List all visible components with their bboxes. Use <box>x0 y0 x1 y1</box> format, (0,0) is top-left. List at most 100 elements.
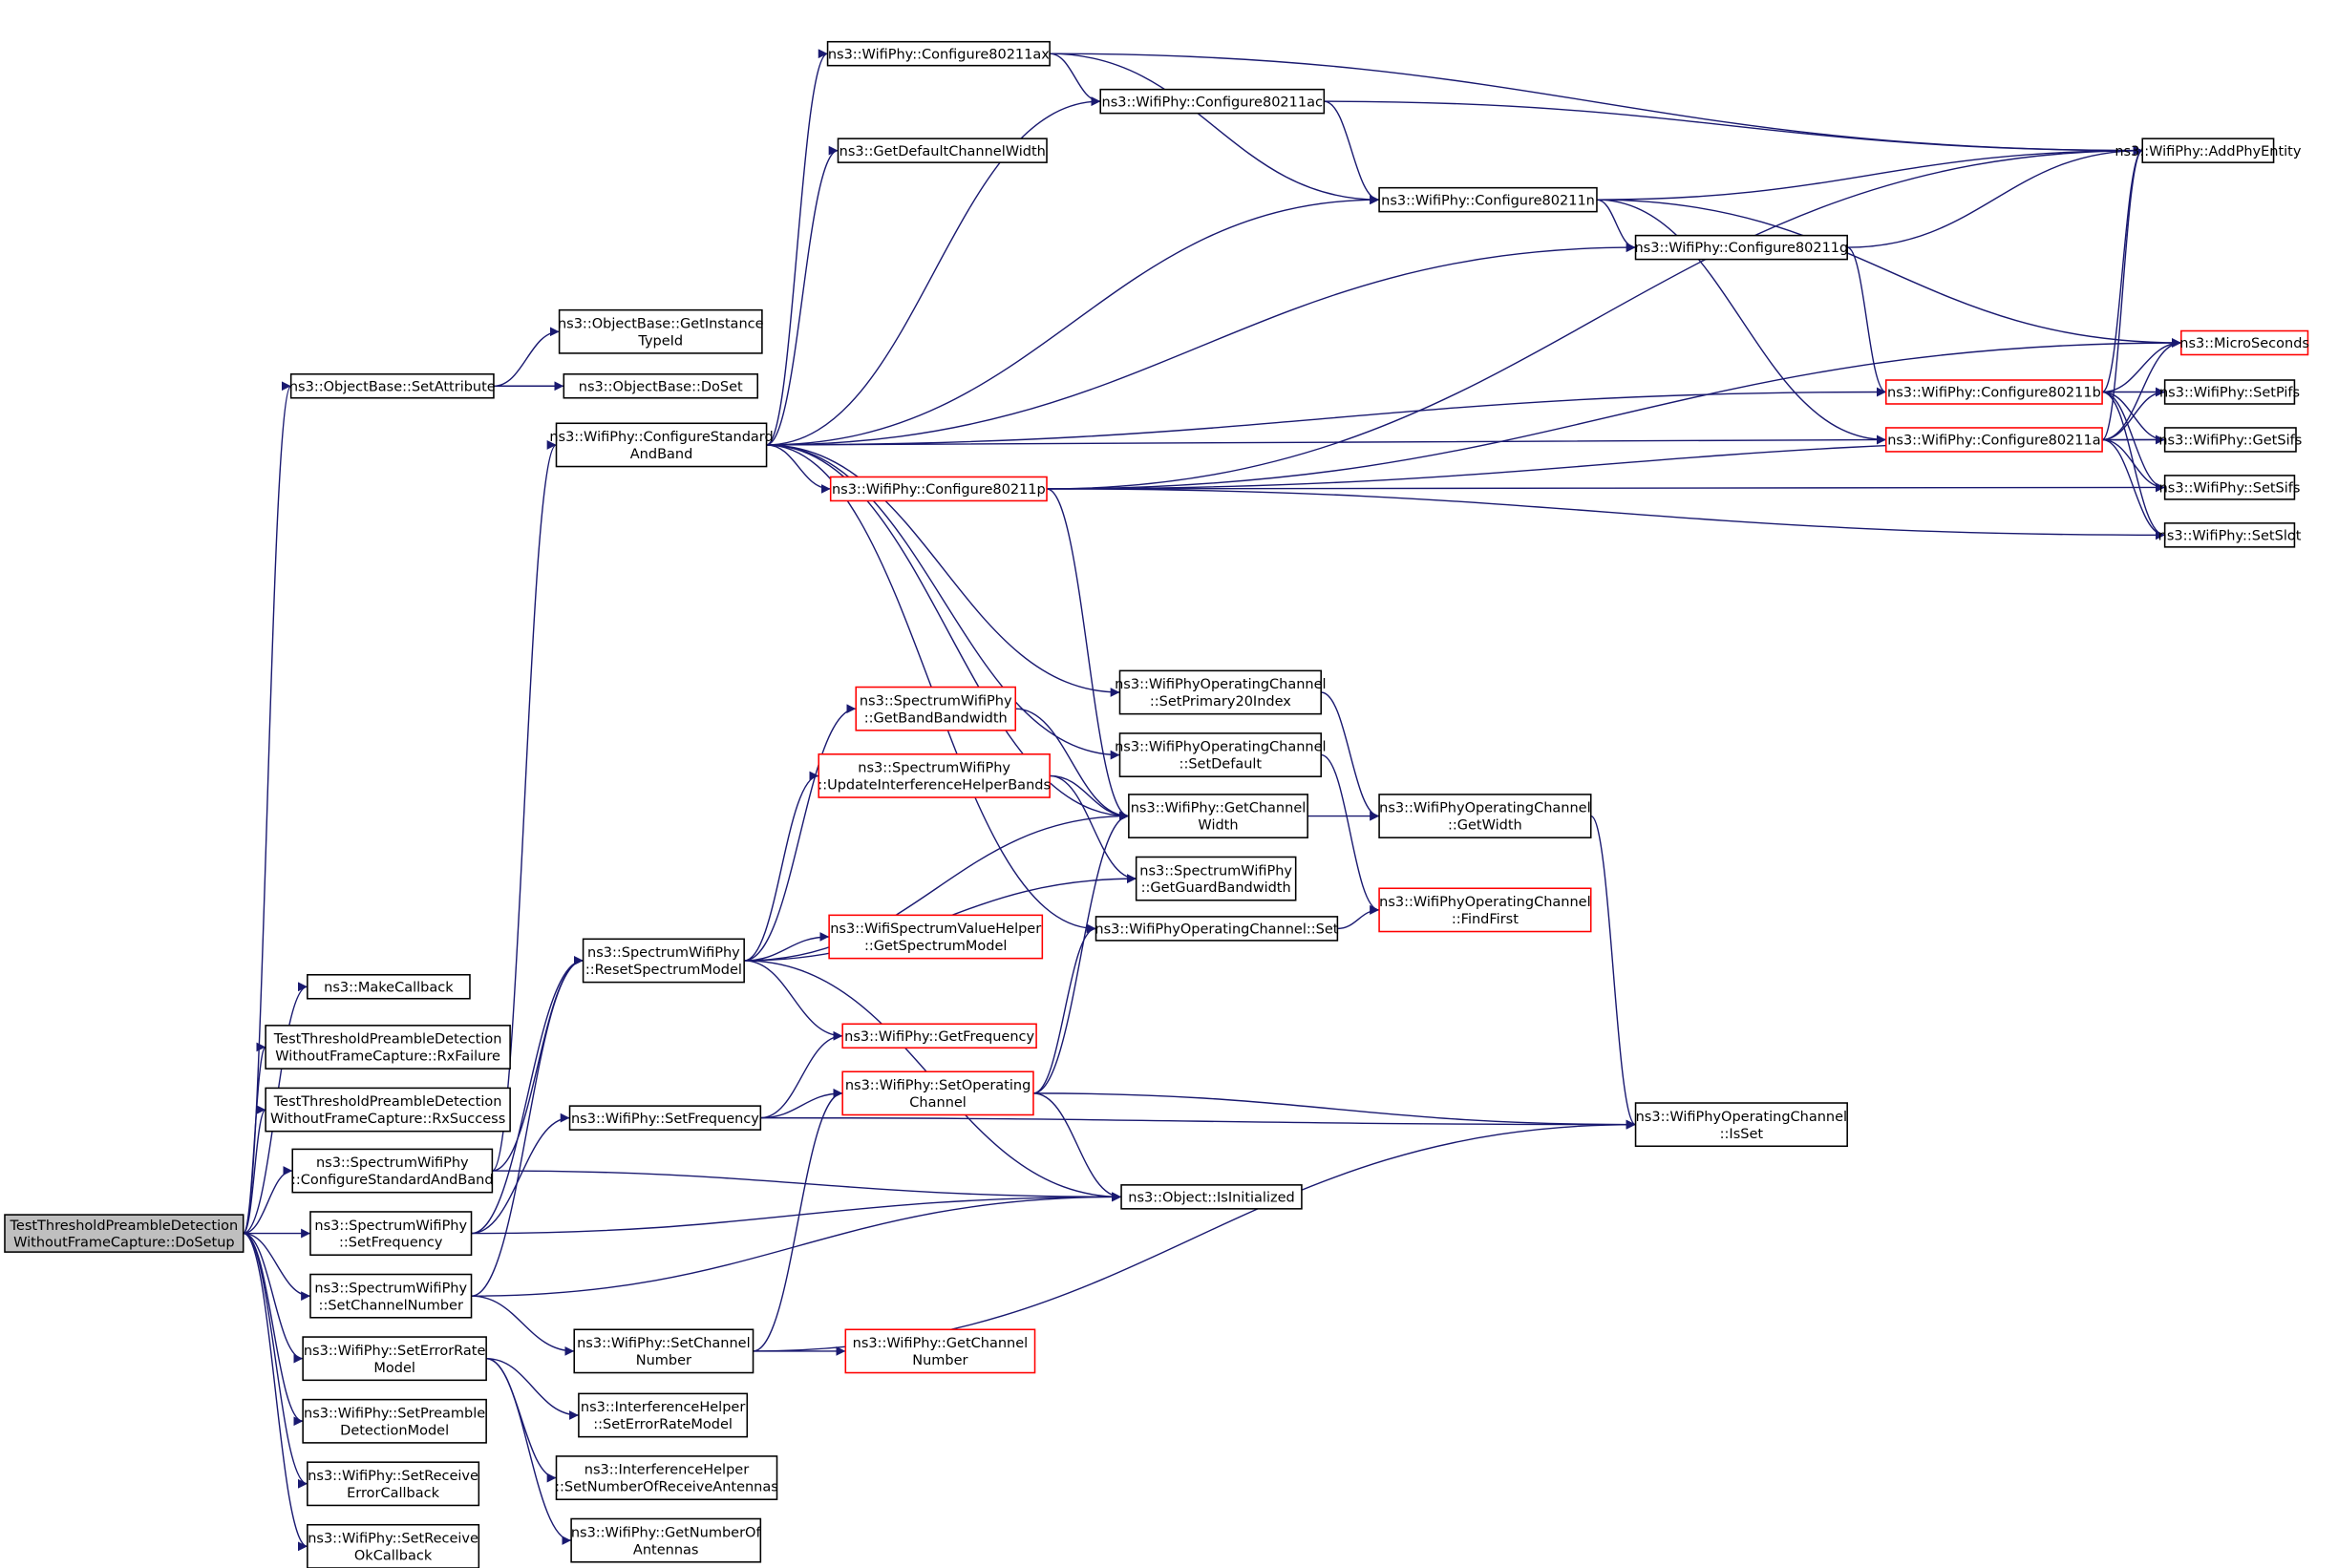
node-label: ns3::WifiPhy::SetReceive <box>308 1469 478 1484</box>
node-box <box>2163 475 2296 500</box>
node-setprimary20[interactable]: ns3::WifiPhyOperatingChannel::SetPrimary… <box>1115 669 1327 715</box>
node-label: TestThresholdPreambleDetection <box>10 1218 239 1234</box>
node-findfirst[interactable]: ns3::WifiPhyOperatingChannel::FindFirst <box>1378 887 1592 933</box>
node-getguardbandwidth[interactable]: ns3::SpectrumWifiPhy::GetGuardBandwidth <box>1135 856 1297 901</box>
node-opch-set[interactable]: ns3::WifiPhyOperatingChannel::Set <box>1095 916 1339 942</box>
edge-dosetup-to-setreceiveerrorcb <box>243 1232 308 1489</box>
node-box <box>1378 887 1592 933</box>
node-label: ns3::WifiPhy::SetSlot <box>2158 528 2302 543</box>
node-cfg-a[interactable]: ns3::WifiPhy::Configure80211a <box>1884 427 2103 453</box>
node-swp-setfrequency[interactable]: ns3::SpectrumWifiPhy::SetFrequency <box>309 1211 473 1257</box>
node-swp-setchannelnumber[interactable]: ns3::SpectrumWifiPhy::SetChannelNumber <box>309 1273 473 1319</box>
node-label: DetectionModel <box>340 1423 449 1438</box>
node-swp-configstdband[interactable]: ns3::SpectrumWifiPhy::ConfigureStandardA… <box>291 1148 494 1194</box>
node-label: ns3::WifiPhy::SetPreamble <box>304 1406 485 1421</box>
node-seterrorratemodel[interactable]: ns3::WifiPhy::SetErrorRateModel <box>302 1336 487 1382</box>
node-cfg-b[interactable]: ns3::WifiPhy::Configure80211b <box>1884 379 2103 405</box>
node-makecallback[interactable]: ns3::MakeCallback <box>307 974 471 1000</box>
node-getspectrummodel[interactable]: ns3::WifiSpectrumValueHelper::GetSpectru… <box>828 914 1044 960</box>
node-rxsuccess[interactable]: TestThresholdPreambleDetectionWithoutFra… <box>265 1087 511 1133</box>
edge-resetspectrummodel-to-updateihbands <box>744 771 819 962</box>
node-label: ns3::WifiPhy::AddPhyEntity <box>2115 144 2301 159</box>
node-cfg-g[interactable]: ns3::WifiPhy::Configure80211g <box>1634 234 1848 261</box>
node-wp-configstdband[interactable]: ns3::WifiPhy::ConfigureStandardAndBand <box>549 422 774 468</box>
edge-cfg-b-to-microseconds <box>2102 338 2181 393</box>
node-opch-getwidth[interactable]: ns3::WifiPhyOperatingChannel::GetWidth <box>1378 794 1592 838</box>
node-label: TypeId <box>637 333 683 349</box>
node-label: Antennas <box>633 1542 699 1557</box>
node-label: Channel <box>909 1095 967 1111</box>
edge-dosetup-to-seterrorratemodel <box>243 1232 304 1364</box>
edge-resetspectrummodel-to-getfrequency <box>744 960 843 1041</box>
node-setdefault[interactable]: ns3::WifiPhyOperatingChannel::SetDefault <box>1115 732 1327 777</box>
node-getdefaultchannelwidth[interactable]: ns3::GetDefaultChannelWidth <box>837 138 1048 163</box>
node-cfg-ac[interactable]: ns3::WifiPhy::Configure80211ac <box>1099 88 1326 115</box>
node-box <box>2163 379 2296 405</box>
node-resetspectrummodel[interactable]: ns3::SpectrumWifiPhy::ResetSpectrumModel <box>582 938 745 984</box>
edge-setoperatingchannel-to-getchannelwidth <box>1032 811 1129 1094</box>
node-isinitialized[interactable]: ns3::Object::IsInitialized <box>1120 1184 1303 1210</box>
node-label: Number <box>912 1353 967 1368</box>
node-label: ns3::SpectrumWifiPhy <box>860 693 1012 709</box>
node-box <box>307 1461 480 1507</box>
node-cfg-ax[interactable]: ns3::WifiPhy::Configure80211ax <box>826 40 1051 67</box>
node-dosetup[interactable]: TestThresholdPreambleDetectionWithoutFra… <box>4 1214 244 1253</box>
edge-cfg-ax-to-cfg-ac <box>1050 53 1101 107</box>
node-doset[interactable]: ns3::ObjectBase::DoSet <box>563 372 758 399</box>
edge-setdefault-to-findfirst <box>1321 753 1380 915</box>
edge-wp-configstdband-to-cfg-g <box>766 243 1636 446</box>
node-box <box>309 1273 473 1319</box>
node-label: ns3::WifiPhy::SetFrequency <box>571 1112 759 1127</box>
node-box <box>829 476 1048 502</box>
node-setsifs[interactable]: ns3::WifiPhy::SetSifs <box>2159 475 2301 500</box>
node-label: ::SetFrequency <box>339 1236 443 1251</box>
node-setslot[interactable]: ns3::WifiPhy::SetSlot <box>2158 522 2302 548</box>
node-label: ::GetWidth <box>1448 818 1522 834</box>
node-label: ns3::WifiPhy::ConfigureStandard <box>549 430 773 445</box>
node-getfrequency[interactable]: ns3::WifiPhy::GetFrequency <box>841 1023 1037 1049</box>
node-getbandbandwidth[interactable]: ns3::SpectrumWifiPhy::GetBandBandwidth <box>855 686 1017 731</box>
edge-wp-configstdband-to-cfg-ac <box>766 96 1101 446</box>
edge-swp-setchannelnumber-to-resetspectrummodel <box>471 956 584 1297</box>
edge-seterrorratemodel-to-ih-setnumrxantennas <box>486 1358 557 1483</box>
node-ih-setnumrxantennas[interactable]: ns3::InterferenceHelper::SetNumberOfRece… <box>555 1455 778 1500</box>
node-cfg-p[interactable]: ns3::WifiPhy::Configure80211p <box>829 476 1048 502</box>
node-addphyentity[interactable]: ns3::WifiPhy::AddPhyEntity <box>2115 138 2302 163</box>
node-box <box>4 1214 244 1253</box>
node-getsifs[interactable]: ns3::WifiPhy::GetSifs <box>2158 427 2302 453</box>
node-opch-isset[interactable]: ns3::WifiPhyOperatingChannel::IsSet <box>1634 1102 1848 1148</box>
edge-dosetup-to-swp-setchannelnumber <box>243 1232 310 1302</box>
node-label: ns3::SpectrumWifiPhy <box>314 1281 467 1296</box>
node-setpifs[interactable]: ns3::WifiPhy::SetPifs <box>2159 379 2300 405</box>
node-wp-setfrequency[interactable]: ns3::WifiPhy::SetFrequency <box>568 1105 762 1131</box>
node-label: Width <box>1198 818 1238 834</box>
node-cfg-n[interactable]: ns3::WifiPhy::Configure80211n <box>1378 186 1598 213</box>
node-microseconds[interactable]: ns3::MicroSeconds <box>2179 329 2309 356</box>
edge-cfg-p-to-getchannelwidth <box>1046 488 1130 821</box>
node-label: ns3::WifiSpectrumValueHelper <box>830 922 1041 937</box>
node-label: ns3::MakeCallback <box>324 980 454 995</box>
node-label: ns3::WifiPhyOperatingChannel <box>1379 801 1590 816</box>
node-box <box>844 1328 1036 1374</box>
node-wp-setchannelnumber[interactable]: ns3::WifiPhy::SetChannelNumber <box>573 1328 755 1374</box>
node-setattribute[interactable]: ns3::ObjectBase::SetAttribute <box>289 372 496 399</box>
edge-setoperatingchannel-to-isinitialized <box>1032 1092 1122 1202</box>
node-box <box>578 1392 749 1438</box>
node-updateihbands[interactable]: ns3::SpectrumWifiPhy::UpdateInterference… <box>818 753 1051 798</box>
edge-swp-setchannelnumber-to-isinitialized <box>471 1192 1122 1297</box>
node-label: ::ConfigureStandardAndBand <box>291 1173 494 1188</box>
edge-setoperatingchannel-to-opch-set <box>1032 923 1096 1094</box>
node-rxfailure[interactable]: TestThresholdPreambleDetectionWithoutFra… <box>265 1025 511 1070</box>
node-ih-seterrorratemodel[interactable]: ns3::InterferenceHelper::SetErrorRateMod… <box>578 1392 749 1438</box>
node-label: ::GetBandBandwidth <box>864 710 1008 726</box>
node-label: ns3::WifiPhyOperatingChannel::Set <box>1095 922 1338 938</box>
node-label: ns3::SpectrumWifiPhy <box>858 761 1010 776</box>
